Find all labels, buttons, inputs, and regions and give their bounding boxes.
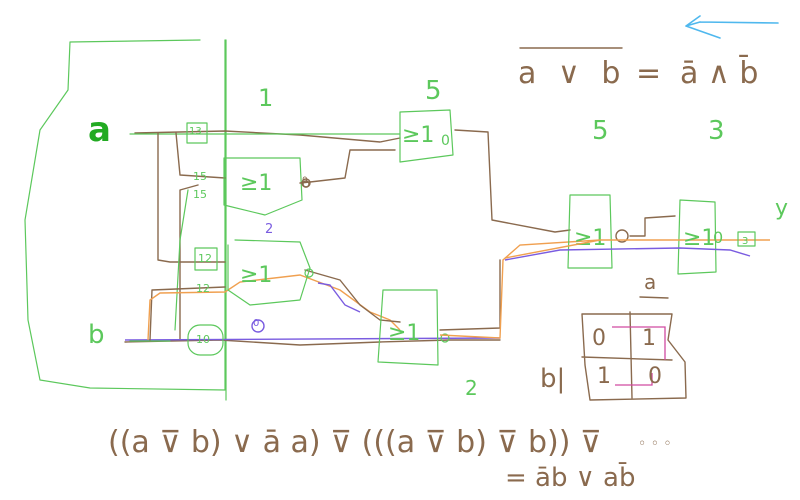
gate-2[interactable]: ≥1 [227,239,314,306]
kmap-cell: 1 [597,364,611,389]
number-2-purple: 2 [265,222,274,237]
pin-label-3: 3 [742,236,748,247]
gate-3[interactable]: ≥1 [377,239,601,366]
formula-trail: ◦ ◦ ◦ [638,436,672,452]
number-3: 3 [708,116,725,146]
input-a-label: a [88,110,111,150]
output-y-label: y [775,196,789,221]
identity-eq: = [636,56,662,91]
identity-rhs: ā ∧ b̄ [680,56,759,91]
pin-label-12a: 12 [198,252,212,265]
pin-label-10: 10 [196,333,210,346]
number-5-top: 5 [425,76,442,106]
gate-1-label: ≥1 [240,171,272,196]
gate-3-label: ≥1 [388,321,420,346]
gate-6-output: 0 [713,228,724,247]
gate-6-label: ≥1 [683,226,715,251]
wire-a [134,130,401,143]
kmap-cell: 0 [648,364,662,389]
pin-label-15a: 15 [193,170,207,183]
karnaugh-map [581,296,687,401]
input-b-label: b [88,320,105,350]
formula-line-1: ((a ⊽ b) ∨ ā a) ⊽ (((a ⊽ b) ⊽ b)) ⊽ [108,425,602,460]
kmap-row-label: b| [540,364,566,394]
pin-label-12b: 12 [196,282,210,295]
identity-lhs: a ∨ b [518,56,627,91]
wire-b [124,339,501,346]
kmap-col-label: a [644,270,657,294]
circuit-outline [24,39,226,391]
gate-5[interactable]: ≥1 [567,194,629,269]
gate-1-output: 0 [302,176,308,186]
arrow-left-icon[interactable] [685,15,779,39]
number-1: 1 [258,84,274,112]
gate-4-label: ≥1 [402,123,434,148]
gate-4[interactable]: ≥1 [399,109,571,233]
formula-line-2: = āb ∨ ab̄ [505,463,636,493]
kmap-cell: 1 [642,326,656,351]
gate-6[interactable]: ≥1 3 [504,199,770,275]
gate-2-label: ≥1 [240,263,272,288]
number-5: 5 [592,116,609,146]
number-2: 2 [465,376,478,400]
gate-5-label: ≥1 [574,226,606,251]
gate-4-output: 0 [441,133,450,149]
gate-1[interactable]: ≥1 [223,149,396,216]
pin-label-15b: 15 [193,188,207,201]
pin-label-13: 13 [189,126,202,137]
kmap-cell: 0 [592,326,606,351]
marker-zero: 0 [253,318,260,329]
